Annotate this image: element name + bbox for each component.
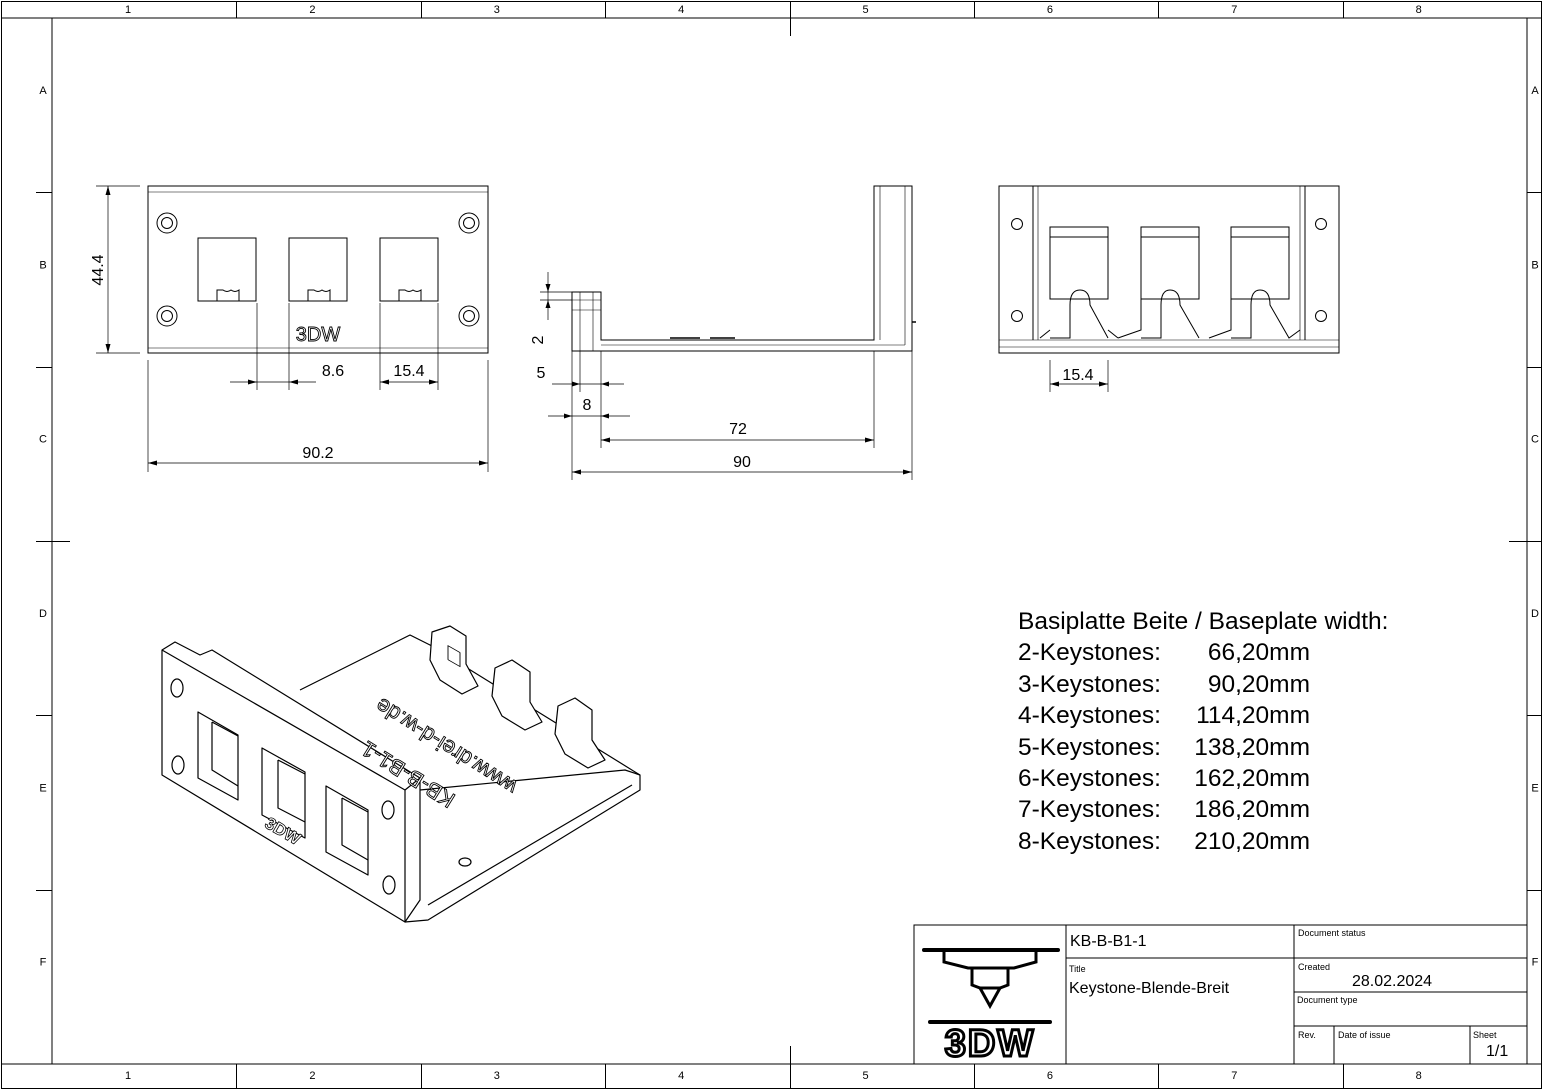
side-view xyxy=(540,185,916,480)
doc-status-caption: Document status xyxy=(1298,928,1366,938)
note-label: 3-Keystones: xyxy=(1018,670,1161,698)
note-value: 138,20mm xyxy=(1194,733,1310,761)
note-value: 186,20mm xyxy=(1194,796,1310,824)
note-value: 90,20mm xyxy=(1207,670,1310,698)
grid-col-label: 7 xyxy=(1231,4,1237,16)
note-row: 5-Keystones: 138,20mm xyxy=(1018,732,1488,763)
grid-col-label: 3 xyxy=(494,1070,500,1082)
dim-thickness: 5 xyxy=(537,365,546,382)
note-row: 7-Keystones: 186,20mm xyxy=(1018,794,1488,825)
note-value: 162,20mm xyxy=(1194,765,1310,793)
grid-col-label: 1 xyxy=(125,1070,131,1082)
grid-row-label: A xyxy=(1531,85,1539,97)
title-block xyxy=(913,924,1528,1065)
note-row: 4-Keystones: 114,20mm xyxy=(1018,700,1488,731)
note-label: 5-Keystones: xyxy=(1018,733,1161,761)
grid-row-label: D xyxy=(39,608,47,620)
drawing-title: Keystone-Blende-Breit xyxy=(1069,980,1230,997)
dim-bracket: 8 xyxy=(583,397,592,414)
created-caption: Created xyxy=(1298,962,1331,972)
dim-width: 90.2 xyxy=(302,445,333,462)
grid-row-label: E xyxy=(1531,782,1538,794)
sheet-caption: Sheet xyxy=(1473,1030,1497,1040)
front-engraving: 3DW xyxy=(296,324,341,346)
dim-gap: 8.6 xyxy=(322,363,344,380)
note-label: 2-Keystones: xyxy=(1018,639,1161,667)
date-issue-caption: Date of issue xyxy=(1338,1030,1391,1040)
rear-keystone-clips xyxy=(1039,226,1301,339)
dim-cutout: 15.4 xyxy=(393,363,424,380)
grid-col-label: 4 xyxy=(678,4,684,16)
company-logo xyxy=(922,948,1060,1024)
grid-col-label: 4 xyxy=(678,1070,684,1082)
title-caption: Title xyxy=(1069,964,1086,974)
isometric-view xyxy=(161,625,641,923)
note-heading: Basiplatte Beite / Baseplate width: xyxy=(1018,608,1389,635)
doc-type-caption: Document type xyxy=(1297,995,1358,1005)
grid-row-label: F xyxy=(40,957,47,969)
grid-col-label: 6 xyxy=(1047,1070,1053,1082)
grid-col-label: 8 xyxy=(1416,1070,1422,1082)
note-value: 66,20mm xyxy=(1207,639,1310,667)
keystone-cutouts xyxy=(197,237,439,302)
grid-col-label: 5 xyxy=(862,1070,868,1082)
grid-col-label: 3 xyxy=(494,4,500,16)
note-value: 210,20mm xyxy=(1194,827,1310,855)
grid-row-label: C xyxy=(1531,434,1539,446)
note-label: 6-Keystones: xyxy=(1018,765,1161,793)
note-value: 114,20mm xyxy=(1196,702,1310,730)
grid-row-label: A xyxy=(39,85,47,97)
grid-row-label: D xyxy=(1531,608,1539,620)
rear-dim-cutout: 15.4 xyxy=(1062,367,1093,384)
grid-col-label: 5 xyxy=(862,4,868,16)
note-label: 8-Keystones: xyxy=(1018,827,1161,855)
baseplate-width-note: Basiplatte Beite / Baseplate width: 2-Ke… xyxy=(1018,606,1488,857)
dim-inner: 72 xyxy=(729,421,747,438)
rev-caption: Rev. xyxy=(1298,1030,1316,1040)
note-row: 6-Keystones: 162,20mm xyxy=(1018,763,1488,794)
grid-row-label: E xyxy=(39,782,46,794)
grid-row-label: B xyxy=(1531,259,1538,271)
note-rows: 2-Keystones:66,20mm 3-Keystones:90,20mm … xyxy=(1018,637,1488,857)
grid-col-label: 2 xyxy=(309,1070,315,1082)
grid-row-label: C xyxy=(39,434,47,446)
note-label: 7-Keystones: xyxy=(1018,796,1161,824)
dim-overall: 90 xyxy=(733,454,751,471)
note-label: 4-Keystones: xyxy=(1018,702,1161,730)
part-number: KB-B-B1-1 xyxy=(1070,933,1147,950)
logo-text: 3DW xyxy=(945,1023,1035,1065)
note-row: 2-Keystones: 66,20mm xyxy=(1018,637,1488,668)
grid-ticks xyxy=(36,1,1542,1089)
note-row: 3-Keystones: 90,20mm xyxy=(1018,669,1488,700)
grid-col-label: 2 xyxy=(309,4,315,16)
sheet-number: 1/1 xyxy=(1486,1043,1509,1060)
grid-col-label: 8 xyxy=(1416,4,1422,16)
inner-frame xyxy=(51,17,1528,1065)
grid-row-label: B xyxy=(39,259,46,271)
front-view: 3DW xyxy=(96,185,489,472)
mounting-holes xyxy=(156,212,480,327)
dim-height: 44.4 xyxy=(90,254,107,285)
note-row: 8-Keystones: 210,20mm xyxy=(1018,826,1488,857)
grid-col-label: 1 xyxy=(125,4,131,16)
grid-col-label: 6 xyxy=(1047,4,1053,16)
rear-view xyxy=(998,185,1340,392)
dim-tab: 2 xyxy=(530,335,547,344)
created-date: 28.02.2024 xyxy=(1352,973,1433,990)
grid-row-label: F xyxy=(1532,957,1539,969)
grid-col-label: 7 xyxy=(1231,1070,1237,1082)
